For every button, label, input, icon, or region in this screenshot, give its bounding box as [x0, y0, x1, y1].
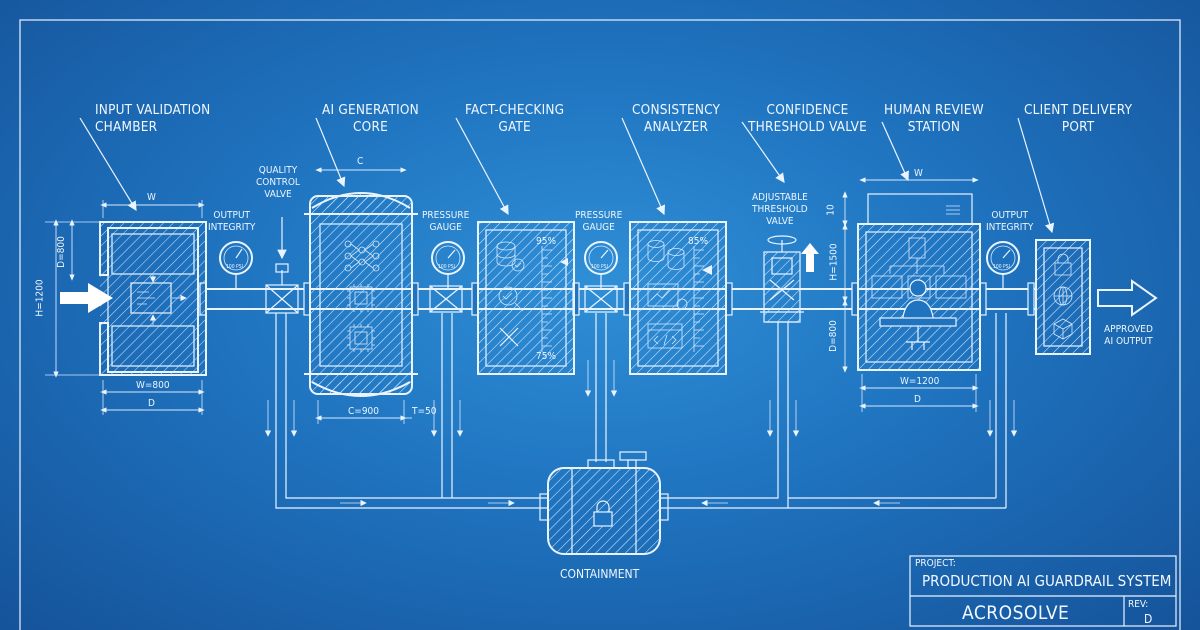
- padlock-icon: [1054, 253, 1072, 276]
- package-icon: [1053, 318, 1073, 340]
- flow-arrows: [264, 360, 1018, 507]
- chip-icon-2: [347, 324, 375, 352]
- dim-t-core: T=50: [412, 406, 437, 417]
- quality-control-valve: [265, 217, 299, 314]
- core-dimensions: [315, 167, 412, 424]
- dim-w-bottom-1: W=800: [136, 380, 170, 391]
- pressure-gauge-1: [429, 241, 465, 313]
- fact-checking-gate: [477, 221, 575, 375]
- gauge-unit-3: 100 PSI: [591, 264, 608, 270]
- gate-scale-bottom: 75%: [536, 351, 556, 362]
- frame-border: [19, 19, 1181, 630]
- output-integrity-gauge-2: [986, 241, 1020, 289]
- dim-d-bottom-review: D: [914, 394, 921, 405]
- drain-lines: [275, 313, 1007, 509]
- dim-d-left-1: D=800: [55, 236, 67, 268]
- input-validation-chamber: [99, 221, 207, 376]
- ai-generation-core: [304, 192, 418, 397]
- gauge-unit-4: 100 PSI: [993, 264, 1010, 270]
- gauge-unit-1: 100 PSI: [226, 264, 243, 270]
- dim-h-left-1: H=1200: [34, 279, 46, 317]
- globe-icon: [1053, 286, 1073, 306]
- reviewer-figure-icon: [879, 279, 957, 350]
- gauge-unit-2: 100 PSI: [438, 264, 455, 270]
- consistency-analyzer: [629, 221, 727, 375]
- output-arrow-icon: [1097, 279, 1158, 317]
- dim-w-top-review: W: [914, 168, 923, 179]
- reject-x-icon: [499, 327, 519, 347]
- containment-tank: [539, 451, 669, 555]
- project-label: PROJECT:: [915, 558, 956, 569]
- dim-c-bottom-core: C=900: [348, 406, 379, 417]
- dim-w-top-1: W: [147, 192, 156, 203]
- up-arrow-icon: [801, 243, 819, 272]
- chamber1-dimensions: [45, 200, 205, 415]
- magnifier-icon: [498, 286, 524, 312]
- pressure-gauge-2: [584, 241, 618, 313]
- gate-scale: [541, 246, 552, 352]
- dim-w-bottom-review: W=1200: [900, 376, 940, 387]
- client-delivery-port: [1035, 239, 1091, 355]
- analyzer-scale-top: 85%: [688, 236, 708, 247]
- neural-network-icon: [344, 240, 380, 272]
- database-check-icon: [496, 241, 525, 272]
- rev-value: D: [1144, 612, 1153, 626]
- leader-lines: [79, 117, 1055, 234]
- database-compare-icon: [647, 240, 685, 270]
- pipe-flanges: [199, 282, 1035, 316]
- chart-gear-icon: [647, 283, 688, 310]
- chip-icon-1: [347, 284, 375, 312]
- adjustable-threshold-valve: [760, 235, 819, 323]
- review-dimensions: [842, 177, 979, 412]
- label-containment: CONTAINMENT: [560, 567, 640, 581]
- code-window-icon: [647, 323, 683, 349]
- dim-d-review: D=800: [827, 320, 839, 352]
- company-name: ACROSOLVE: [962, 602, 1070, 624]
- containment-padlock-icon: [593, 500, 613, 527]
- project-name: PRODUCTION AI GUARDRAIL SYSTEM: [922, 572, 1172, 590]
- rev-label: REV:: [1128, 599, 1149, 610]
- analyzer-scale: [693, 246, 704, 352]
- title-block-frame: [909, 555, 1177, 627]
- dim-ten: 10: [825, 204, 837, 216]
- human-review-station: [857, 193, 981, 371]
- dim-d-bottom-1: D: [148, 398, 155, 409]
- dim-h-review: H=1500: [828, 243, 840, 281]
- input-arrow-icon: [60, 283, 113, 313]
- gate-scale-top: 95%: [536, 236, 556, 247]
- output-integrity-gauge-1: [219, 241, 253, 289]
- dim-c-top-core: C: [357, 156, 364, 167]
